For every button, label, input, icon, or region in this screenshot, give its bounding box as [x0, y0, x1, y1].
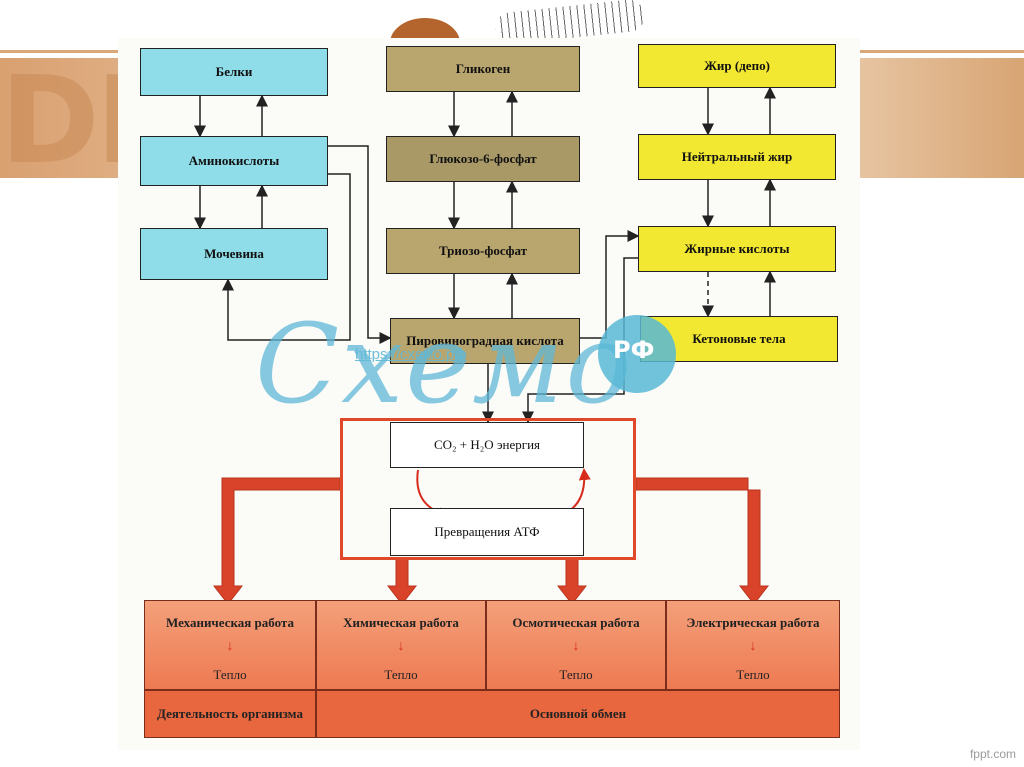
- diagram-connectors: [194, 86, 776, 605]
- fatty-acids-box: Жирные кислоты: [638, 226, 836, 272]
- heat-label-chemical: Тепло: [384, 667, 418, 682]
- heat-label-osmotic: Тепло: [559, 667, 593, 682]
- work-cell-osmotic: Осмотическая работа ↓ Тепло: [486, 600, 666, 690]
- arrow-amino-to-pyruvate: [328, 145, 392, 344]
- metabolism-diagram: Белки Аминокислоты Мочевина Гликоген Глю…: [118, 38, 860, 750]
- work-cell-mechanical: Механическая работа ↓ Тепло: [144, 600, 316, 690]
- work-cell-chemical: Химическая работа ↓ Тепло: [316, 600, 486, 690]
- fat-depot-box: Жир (депо): [638, 44, 836, 88]
- big-arrow-chemical: [386, 557, 418, 605]
- work-title-mechanical: Механическая работа: [166, 615, 294, 630]
- amino-acids-box: Аминокислоты: [140, 136, 328, 186]
- down-arrow-icon: ↓: [749, 639, 757, 654]
- footer-credit[interactable]: fppt.com: [969, 747, 1016, 761]
- atp-conversion-box: Превращения АТФ: [390, 508, 584, 556]
- heat-label-mechanical: Тепло: [213, 667, 247, 682]
- pyruvic-acid-box: Пировиноградная кислота: [390, 318, 580, 364]
- watermark-script: Схемо: [255, 300, 634, 428]
- down-arrow-icon: ↓: [226, 639, 234, 654]
- arrow-pyruvate-to-fatty: [580, 230, 640, 339]
- big-arrow-mechanical: [212, 477, 341, 605]
- big-arrow-electrical: [635, 477, 770, 605]
- watermark-splash-icon: [598, 315, 676, 393]
- neutral-fat-box: Нейтральный жир: [638, 134, 836, 180]
- work-title-electrical: Электрическая работа: [686, 615, 820, 630]
- organism-activity-cell: Деятельность организма: [144, 690, 316, 738]
- down-arrow-icon: ↓: [397, 639, 405, 654]
- co2-h2o-energy-box: CO₂ + H₂O энергия: [390, 422, 584, 468]
- work-cell-electrical: Электрическая работа ↓ Тепло: [666, 600, 840, 690]
- glycogen-box: Гликоген: [386, 46, 580, 92]
- arrow-amino-to-urea-loop: [222, 173, 351, 341]
- big-arrow-osmotic: [556, 557, 588, 605]
- watermark-badge: РФ: [613, 336, 655, 364]
- energy-frame: [340, 418, 636, 560]
- watermark-url-link[interactable]: https://схемо.рф: [355, 346, 467, 363]
- triose-phosphate-box: Триозо-фосфат: [386, 228, 580, 274]
- work-title-chemical: Химическая работа: [343, 615, 459, 630]
- slide-title-fragment: DI: [0, 52, 140, 191]
- arrow-fatty-to-energy: [522, 257, 638, 424]
- down-arrow-icon: ↓: [572, 639, 580, 654]
- basal-metabolism-cell: Основной обмен: [316, 690, 840, 738]
- glucose-6-phosphate-box: Глюкозо-6-фосфат: [386, 136, 580, 182]
- proteins-box: Белки: [140, 48, 328, 96]
- urea-box: Мочевина: [140, 228, 328, 280]
- heat-label-electrical: Тепло: [736, 667, 770, 682]
- work-title-osmotic: Осмотическая работа: [512, 615, 640, 630]
